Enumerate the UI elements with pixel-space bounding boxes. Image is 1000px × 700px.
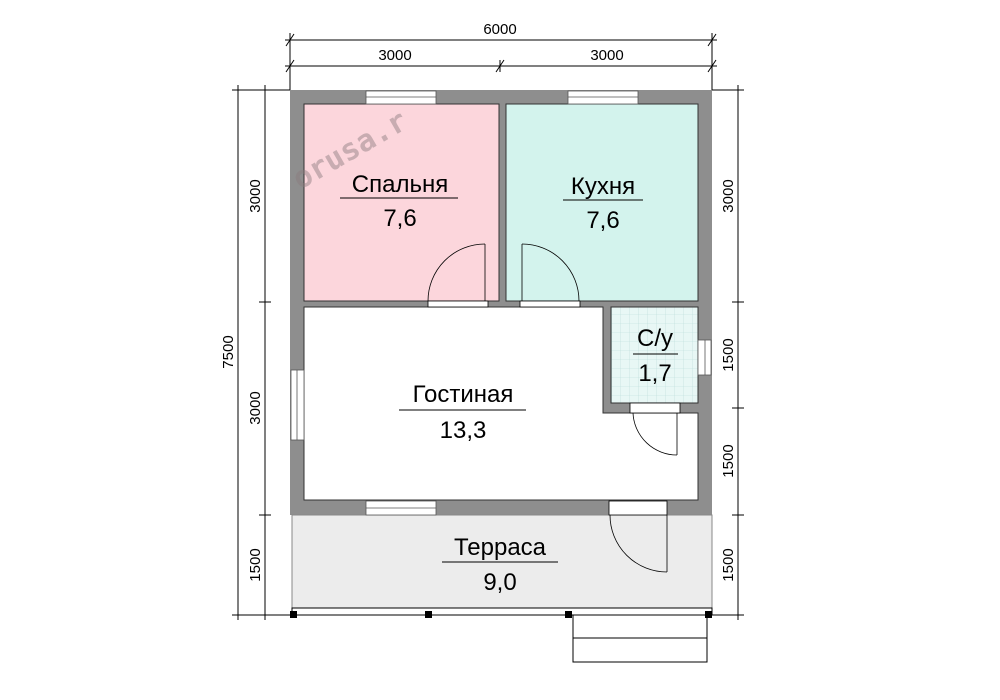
windows xyxy=(290,90,712,516)
bedroom-area xyxy=(303,103,500,302)
dim-top-left: 3000 xyxy=(378,47,411,64)
dim-total-width: 6000 xyxy=(483,21,516,38)
room-area: 1,7 xyxy=(638,360,671,387)
dim-total-height: 7500 xyxy=(220,335,237,368)
room-living-label: Гостиная 13,3 xyxy=(399,381,526,444)
terrace-railing xyxy=(291,607,713,616)
room-name: Спальня xyxy=(352,171,448,198)
room-area: 7,6 xyxy=(586,207,619,234)
dim-right-mid2: 1500 xyxy=(720,444,737,477)
room-name: Гостиная xyxy=(413,381,514,408)
room-bedroom-label: Спальня 7,6 xyxy=(340,171,458,232)
dim-left-lower: 1500 xyxy=(247,548,264,581)
room-name: Терраса xyxy=(454,534,547,561)
room-kitchen-label: Кухня 7,6 xyxy=(563,173,643,234)
bathroom-area xyxy=(610,306,699,404)
dim-left-upper: 3000 xyxy=(247,179,264,212)
room-name: Кухня xyxy=(571,173,635,200)
dim-right-mid1: 1500 xyxy=(720,338,737,371)
dimension-lines xyxy=(232,33,744,620)
room-bathroom-label: С/у 1,7 xyxy=(633,325,678,387)
terrace-posts xyxy=(290,611,712,618)
room-area: 9,0 xyxy=(483,569,516,596)
dim-right-upper: 3000 xyxy=(720,179,737,212)
room-area: 13,3 xyxy=(440,417,487,444)
doors xyxy=(427,243,681,573)
room-name: С/у xyxy=(637,325,673,352)
living-area xyxy=(303,306,699,501)
kitchen-area xyxy=(505,103,699,302)
dim-left-middle: 3000 xyxy=(247,391,264,424)
room-area: 7,6 xyxy=(383,205,416,232)
terrace-floor xyxy=(291,514,713,616)
dim-top-right: 3000 xyxy=(590,47,623,64)
room-terrace-label: Терраса 9,0 xyxy=(442,534,558,596)
dim-right-lower: 1500 xyxy=(720,548,737,581)
